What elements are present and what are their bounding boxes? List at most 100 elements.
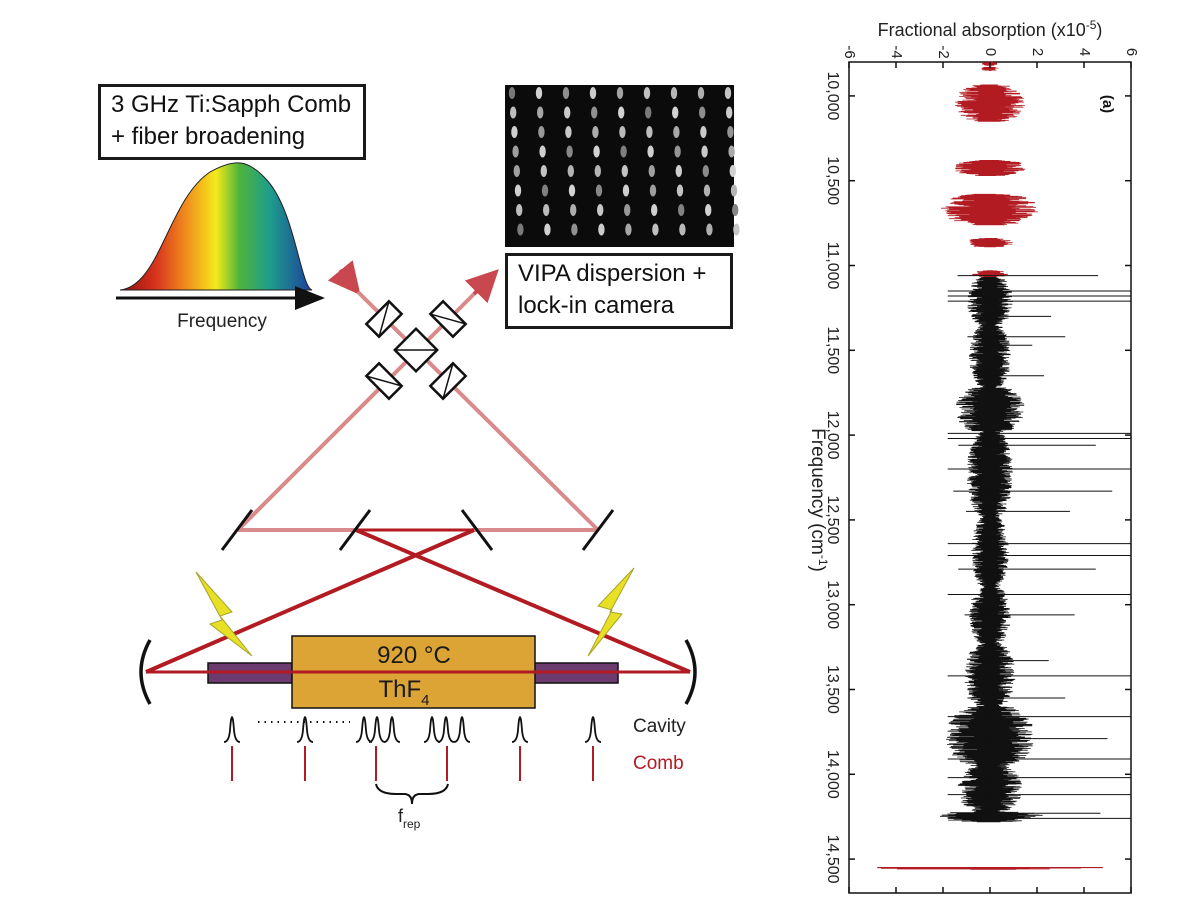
camera-spot <box>678 204 685 216</box>
camera-spot <box>516 204 523 216</box>
cavity-mirror-right <box>684 639 697 705</box>
camera-spot <box>589 87 597 99</box>
oven-temperature: 920 °C <box>377 642 451 669</box>
x-axis-label-main: Fractional absorption (x10 <box>878 20 1086 40</box>
y-tick-label: 11,000 <box>824 242 841 290</box>
camera-spot <box>598 223 605 236</box>
x-tick-label: -4 <box>888 45 905 58</box>
y-axis-label-sup: -1 <box>816 555 830 566</box>
camera-spot <box>646 126 653 138</box>
camera-spot <box>624 204 631 216</box>
camera-spot <box>543 204 550 216</box>
camera-spot <box>676 184 684 197</box>
legend-comb: Comb <box>633 753 684 774</box>
camera-spot <box>733 223 740 236</box>
cavity-mode <box>223 716 241 743</box>
camera-spot <box>697 87 705 99</box>
y-axis-label-end: ) <box>807 566 828 572</box>
cavity-mode <box>453 716 471 743</box>
camera-spot <box>732 204 739 216</box>
camera-spot <box>619 126 626 138</box>
camera-box: VIPA dispersion + lock-in camera <box>505 253 733 329</box>
camera-spot <box>724 87 732 99</box>
cavity-mirror-left <box>139 639 152 705</box>
camera-spot <box>620 145 627 158</box>
absorption-band <box>955 84 1025 122</box>
cavity-mode <box>584 716 602 743</box>
camera-spot <box>564 106 571 119</box>
frep-brace <box>375 783 449 805</box>
camera-spot <box>570 204 577 216</box>
camera-spot <box>511 126 518 138</box>
camera-spot <box>649 184 657 197</box>
x-tick-label: 2 <box>1029 48 1046 56</box>
cavity-mode <box>383 716 401 743</box>
camera-spot <box>595 184 603 197</box>
camera-spot <box>699 106 706 119</box>
x-axis-label-end: ) <box>1096 20 1102 40</box>
camera-spot <box>592 126 599 138</box>
camera-spot <box>625 223 632 236</box>
camera-spot <box>726 106 733 119</box>
x-axis-label: Fractional absorption (x10-5) <box>878 18 1103 40</box>
prism-icon <box>364 299 468 401</box>
cavity-mode <box>423 716 441 743</box>
camera-spot <box>616 87 624 99</box>
camera-spot <box>727 126 734 138</box>
camera-spot <box>702 165 709 177</box>
cavity-comb-modes <box>223 716 602 781</box>
y-tick-label: 13,500 <box>824 665 841 714</box>
absorption-band <box>955 160 1026 176</box>
camera-spot <box>540 165 547 177</box>
camera-spot <box>674 145 681 158</box>
camera-spot <box>513 165 520 177</box>
camera-spot <box>593 145 600 158</box>
camera-spot <box>643 87 651 99</box>
camera-spot <box>647 145 654 158</box>
camera-spot <box>541 184 549 197</box>
camera-spot <box>670 87 678 99</box>
y-tick-label: 14,500 <box>824 835 841 884</box>
camera-spot <box>679 223 686 236</box>
legend-cavity: Cavity <box>633 716 686 737</box>
camera-spot <box>538 126 545 138</box>
camera-spot <box>514 184 522 197</box>
camera-spot <box>645 106 652 119</box>
camera-spot <box>567 165 574 177</box>
camera-spot <box>571 223 578 236</box>
camera-spot <box>672 106 679 119</box>
camera-spot <box>535 87 543 99</box>
camera-spot <box>673 126 680 138</box>
camera-spot <box>544 223 551 236</box>
comb-source-box: 3 GHz Ti:Sapph Comb + fiber broadening <box>98 84 366 160</box>
camera-spot <box>703 184 711 197</box>
camera-spot <box>508 87 516 99</box>
mirror-icon <box>220 509 615 551</box>
y-tick-label: 12,000 <box>824 411 841 460</box>
y-axis-label: Frequency (cm-1) <box>807 428 830 572</box>
camera-spot <box>675 165 682 177</box>
y-tick-label: 13,000 <box>824 580 841 629</box>
camera-spot <box>537 106 544 119</box>
camera-spot <box>594 165 601 177</box>
camera-spot <box>728 145 735 158</box>
comb-box-line1: 3 GHz Ti:Sapph Comb <box>111 91 352 118</box>
x-tick-label: -2 <box>935 45 952 58</box>
camera-spot <box>517 223 524 236</box>
camera-spot <box>621 165 628 177</box>
camera-spot <box>566 145 573 158</box>
cavity-mode <box>355 716 373 743</box>
spectrum-axis-label: Frequency <box>177 311 267 332</box>
x-tick-label: 6 <box>1123 48 1140 56</box>
camera-spot <box>648 165 655 177</box>
x-tick-label: 0 <box>982 48 999 56</box>
camera-spot <box>510 106 517 119</box>
x-axis-label-sup: -5 <box>1086 18 1097 32</box>
camera-spot <box>568 184 576 197</box>
camera-spot <box>700 126 707 138</box>
y-tick-label: 10,000 <box>824 71 841 120</box>
spectrum-curve <box>119 162 313 291</box>
camera-spot <box>622 184 630 197</box>
